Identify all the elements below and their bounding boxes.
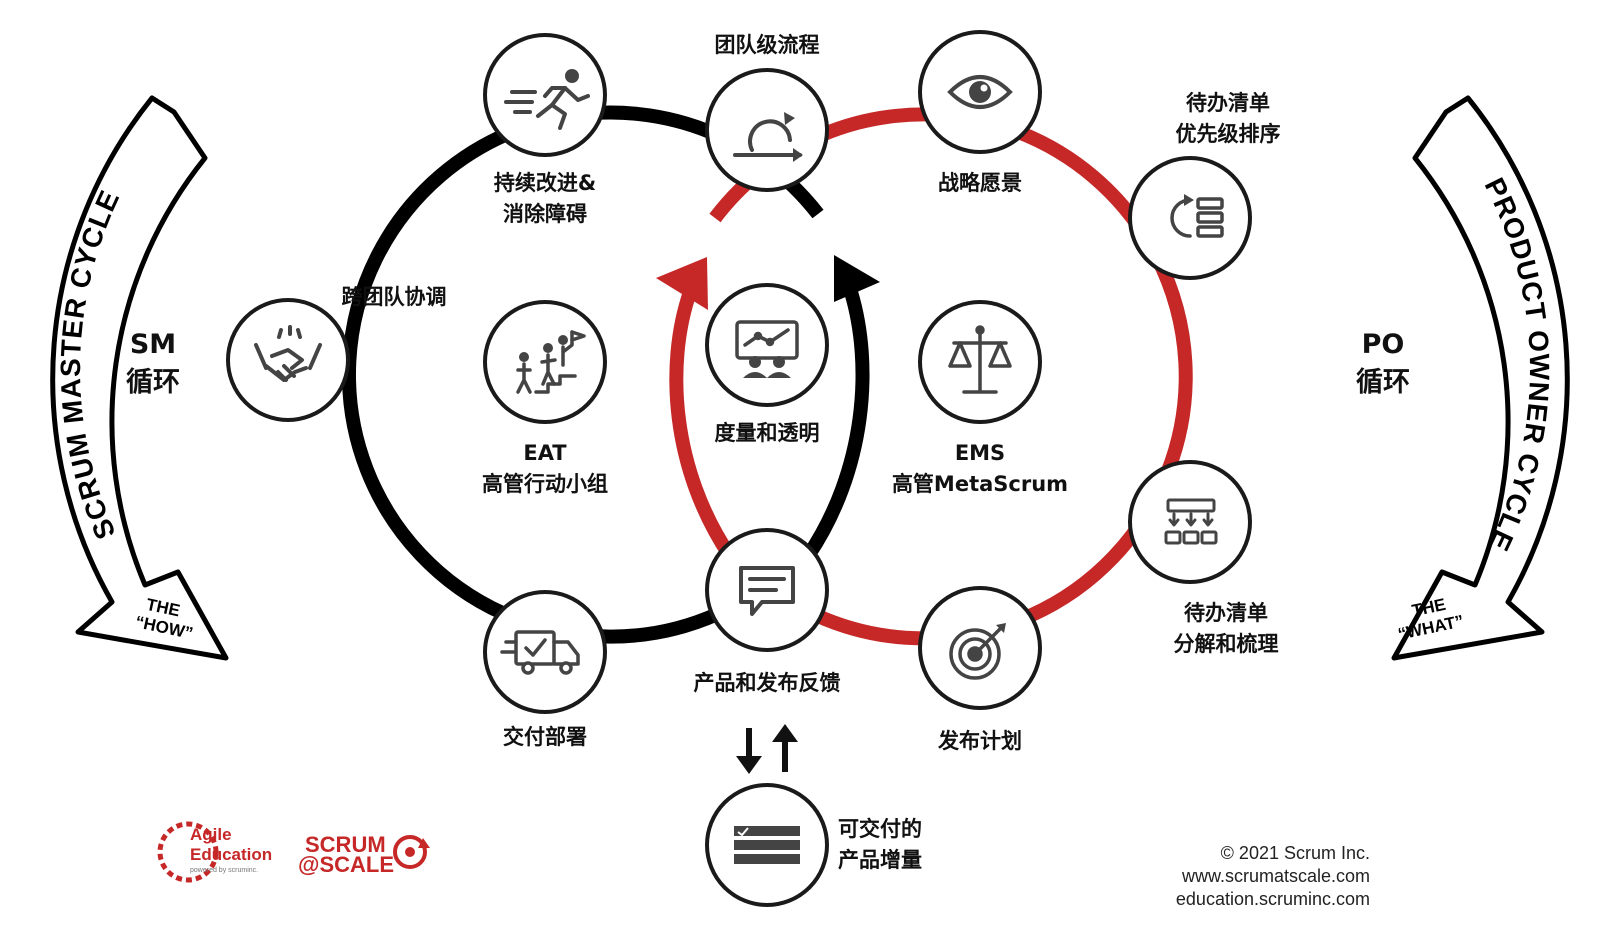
up-down-arrows-icon	[736, 724, 798, 774]
agile-logo-line2: Education	[190, 845, 272, 864]
site-link-1[interactable]: www.scrumatscale.com	[1181, 866, 1370, 886]
label-increment: 可交付的 产品增量	[838, 814, 948, 876]
label-eat-line1: EAT	[523, 441, 567, 465]
agile-education-logo: Agile Education powered by scruminc.	[157, 821, 272, 883]
label-backlog-priority: 待办清单 优先级排序	[1160, 88, 1296, 150]
node-increment	[705, 783, 829, 907]
node-metrics	[705, 283, 829, 407]
label-sm-line1: SM	[129, 329, 177, 360]
eye-icon	[947, 75, 1013, 109]
site-link-2[interactable]: education.scruminc.com	[1175, 889, 1370, 909]
chat-bubble-icon	[739, 566, 795, 616]
label-increment-line2: 产品增量	[838, 848, 922, 872]
label-continuous-improvement-line2: 消除障碍	[503, 202, 587, 226]
label-backlog-decomposition-line1: 待办清单	[1184, 601, 1268, 625]
running-person-icon	[504, 69, 590, 130]
label-sm-cycle: SM 循环	[105, 326, 201, 402]
decomposition-icon	[1164, 498, 1218, 545]
agile-logo-line1: Agile	[190, 825, 232, 844]
label-feedback: 产品和发布反馈	[693, 671, 841, 695]
inner-red-arrow	[656, 257, 736, 560]
label-eat-line2: 高管行动小组	[482, 472, 608, 496]
label-backlog-decomposition: 待办清单 分解和梳理	[1158, 598, 1294, 660]
scales-icon	[948, 325, 1012, 394]
prioritize-list-icon	[1170, 194, 1224, 238]
handshake-icon	[254, 325, 322, 382]
node-continuous-improvement	[483, 33, 607, 157]
label-cross-team: 跨团队协调	[341, 285, 447, 309]
scrum-logo-line2: @SCALE	[298, 852, 394, 877]
label-increment-line1: 可交付的	[838, 817, 922, 841]
node-backlog-priority	[1128, 156, 1252, 280]
label-continuous-improvement-line1: 持续改进&	[493, 171, 597, 195]
label-po-line2: 循环	[1356, 367, 1410, 398]
node-team-process	[705, 68, 829, 192]
copyright-text: © 2021 Scrum Inc.	[1220, 843, 1370, 863]
stacked-layers-icon	[734, 826, 800, 864]
node-feedback	[705, 528, 829, 652]
label-ems-line1: EMS	[954, 441, 1006, 465]
label-continuous-improvement: 持续改进& 消除障碍	[470, 168, 620, 230]
po-cycle-arrow	[1391, 95, 1570, 661]
label-ems: EMS 高管MetaScrum	[885, 438, 1075, 500]
node-delivery	[483, 590, 607, 714]
node-cross-team	[226, 298, 350, 422]
copyright-block: © 2021 Scrum Inc. www.scrumatscale.com e…	[1176, 842, 1370, 911]
delivery-truck-icon	[500, 630, 580, 675]
node-backlog-decomposition	[1128, 460, 1252, 584]
node-eat	[483, 300, 607, 424]
label-backlog-priority-line2: 优先级排序	[1175, 122, 1281, 146]
sm-cycle-arrow	[50, 95, 229, 661]
node-release-planning	[918, 586, 1042, 710]
presentation-chart-icon	[735, 320, 799, 378]
label-team-process: 团队级流程	[714, 33, 820, 57]
label-vision: 战略愿景	[938, 171, 1022, 195]
team-climbing-icon	[516, 330, 586, 394]
label-po-line1: PO	[1361, 329, 1405, 360]
node-ems	[918, 300, 1042, 424]
label-po-cycle: PO 循环	[1335, 326, 1431, 402]
agile-logo-sub: powered by scruminc.	[190, 867, 258, 874]
label-eat: EAT 高管行动小组	[465, 438, 625, 500]
label-metrics: 度量和透明	[714, 421, 820, 445]
label-backlog-priority-line1: 待办清单	[1186, 91, 1270, 115]
label-sm-line2: 循环	[126, 367, 180, 398]
node-vision	[918, 30, 1042, 154]
scrum-at-scale-logo: SCRUM @SCALE	[298, 832, 430, 877]
po-ring	[709, 107, 1193, 646]
label-delivery: 交付部署	[503, 725, 587, 749]
label-release-planning: 发布计划	[938, 729, 1022, 753]
target-icon	[949, 623, 1006, 680]
inner-black-arrow	[802, 255, 880, 560]
scrum-cycle-icon	[733, 112, 803, 162]
label-backlog-decomposition-line2: 分解和梳理	[1173, 632, 1279, 656]
label-ems-line2: 高管MetaScrum	[891, 472, 1069, 496]
scrum-logo-line1: SCRUM	[305, 832, 386, 857]
